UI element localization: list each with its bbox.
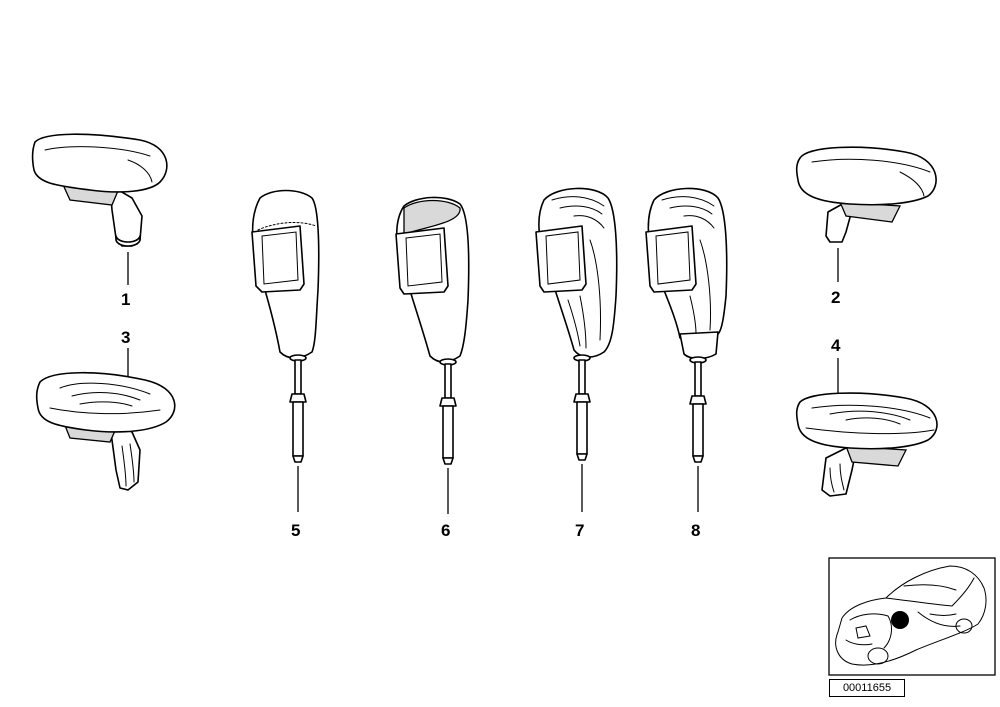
part-6-knob[interactable]	[395, 196, 470, 465]
callout-3: 3	[121, 328, 130, 347]
reference-code: 00011655	[829, 679, 905, 697]
locator-inset	[828, 557, 996, 676]
part-3-knob[interactable]	[35, 371, 176, 491]
part-2-knob[interactable]	[795, 146, 937, 243]
part-5-knob[interactable]	[251, 189, 320, 463]
inset-frame	[828, 557, 996, 676]
callout-2: 2	[831, 288, 840, 307]
part-7-knob[interactable]	[535, 187, 618, 461]
callout-5: 5	[291, 521, 300, 540]
location-marker-dot	[891, 611, 909, 629]
callout-8: 8	[691, 521, 700, 540]
part-8-knob[interactable]	[645, 187, 728, 463]
part-4-knob[interactable]	[795, 392, 938, 497]
callout-7: 7	[575, 521, 584, 540]
car-outline-icon	[835, 565, 987, 666]
callout-6: 6	[441, 521, 450, 540]
callout-1: 1	[121, 290, 130, 309]
callout-4: 4	[831, 336, 841, 355]
part-1-knob[interactable]	[31, 133, 168, 247]
